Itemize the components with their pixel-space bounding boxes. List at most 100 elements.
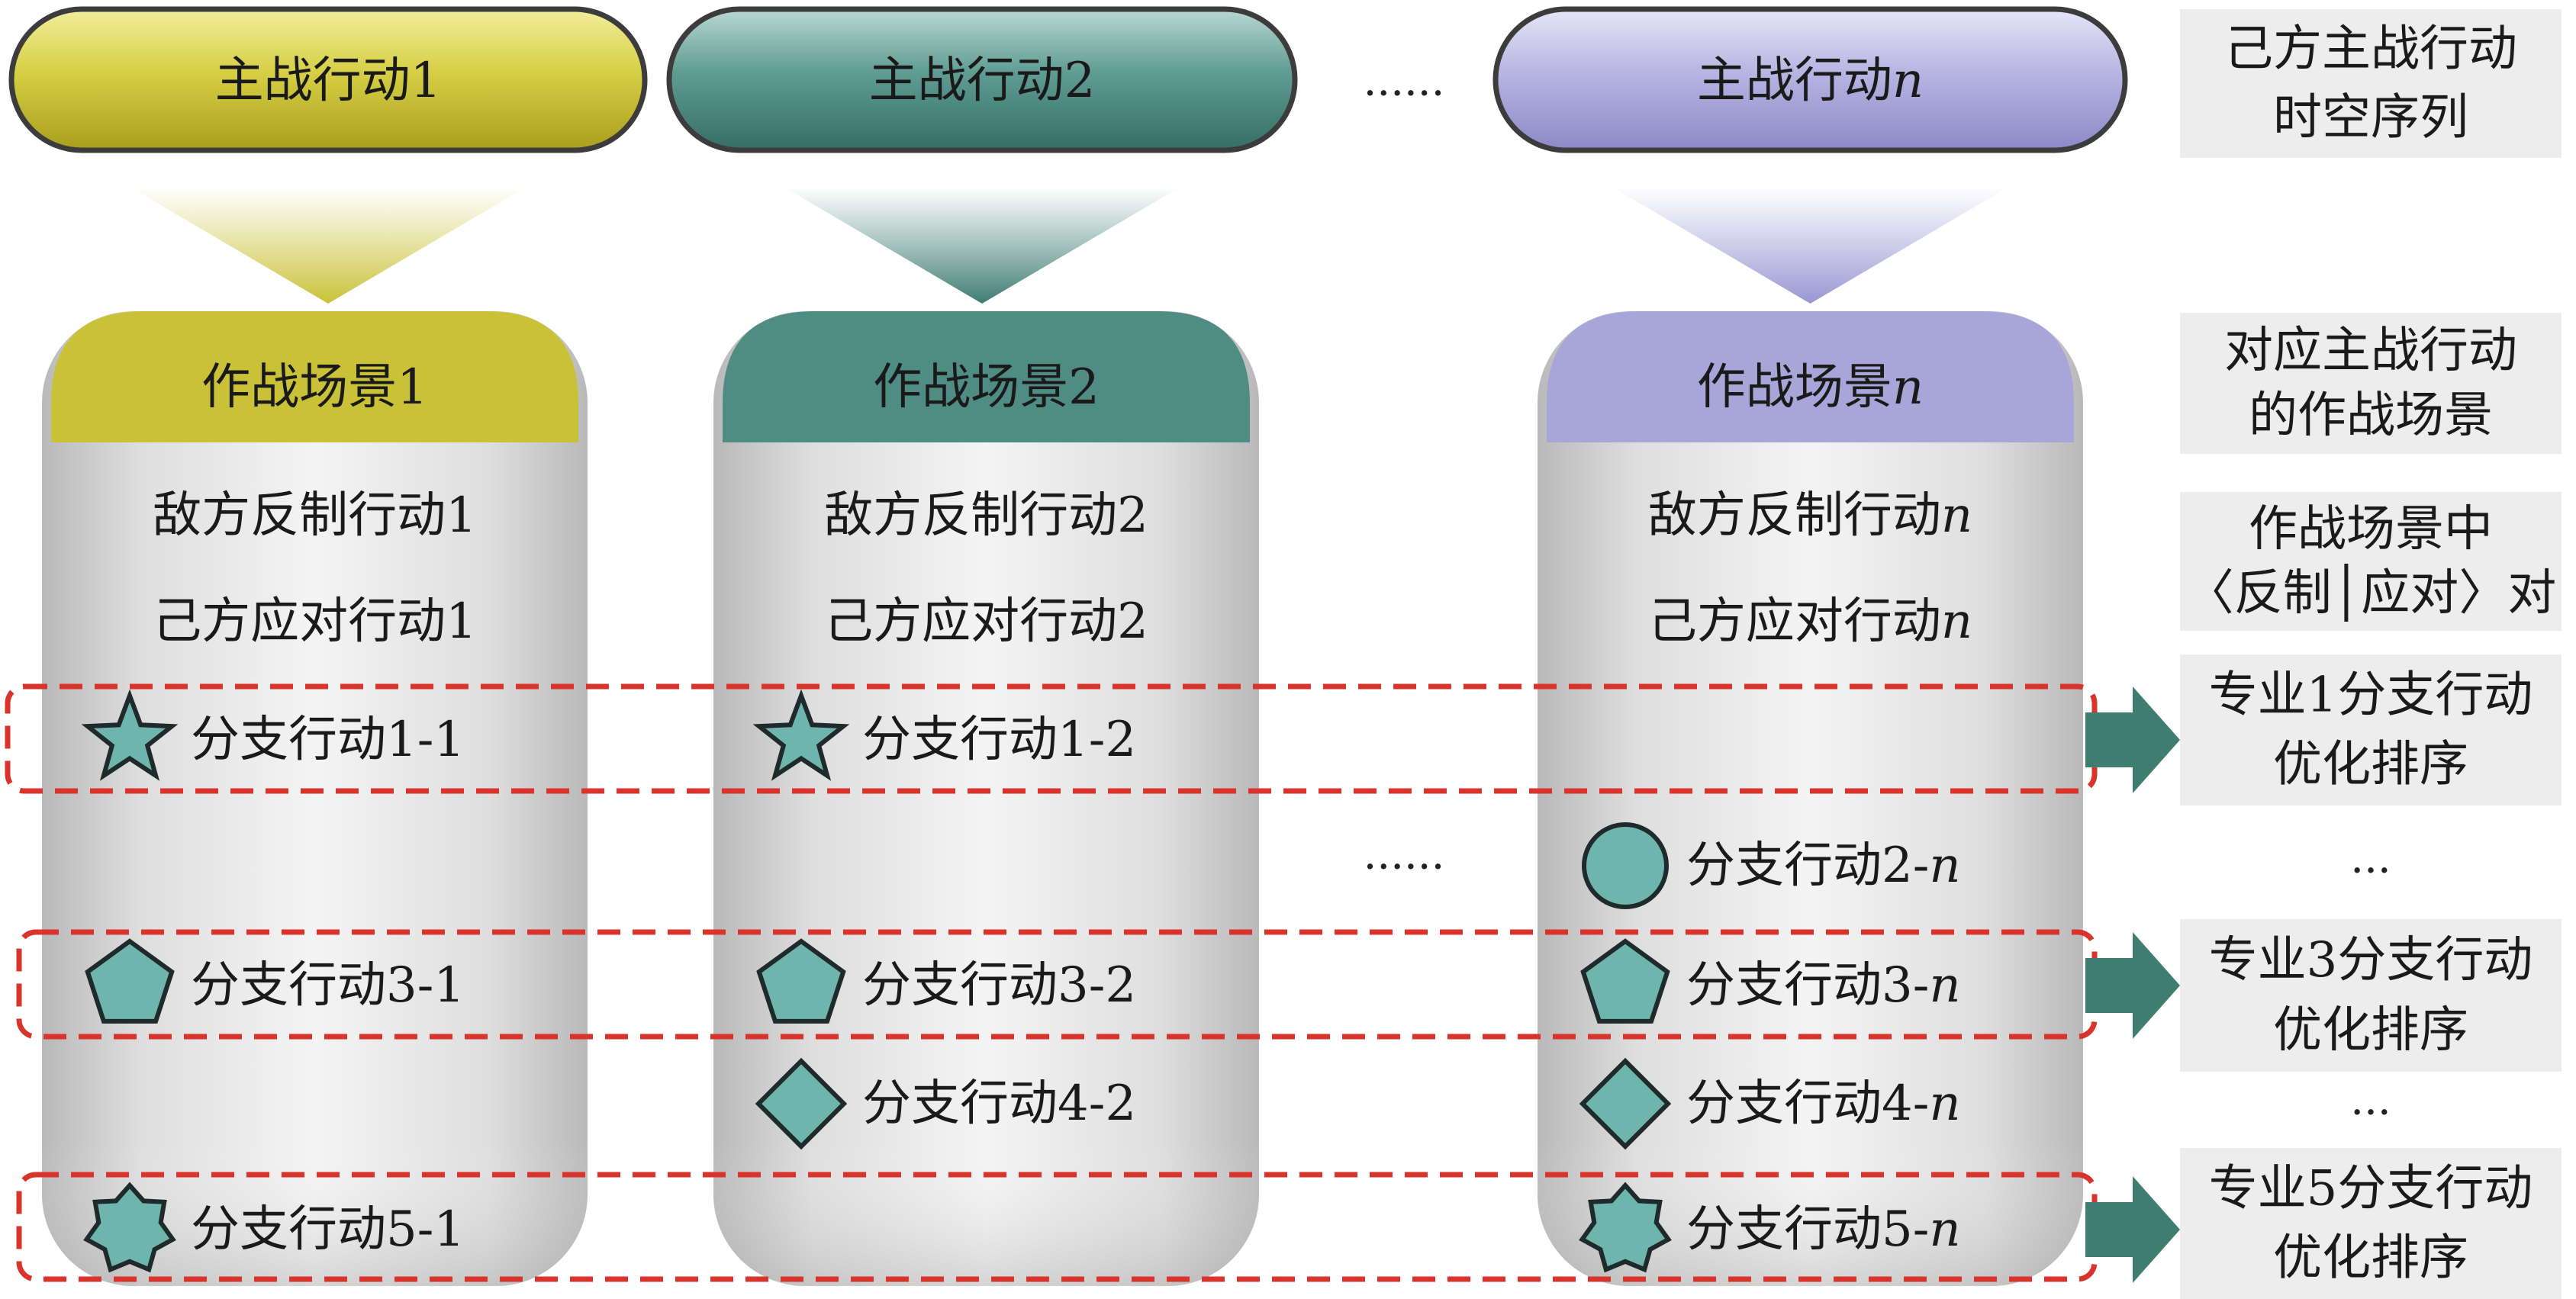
side-label-line: 优化排序: [2273, 1230, 2468, 1287]
side-label-line: 优化排序: [2273, 1002, 2468, 1059]
branch-action-3-1-part: 分支行动: [191, 957, 386, 1014]
side-label-box-3: [2180, 492, 2562, 631]
side-label-line: 专业1分支行动: [2209, 667, 2533, 723]
side-label-box-4: [2180, 654, 2562, 805]
side-label-box-2: [2180, 313, 2562, 454]
own-response-action-1: 己方应对行动1: [153, 593, 477, 650]
scene-label-2-part: 2: [1068, 359, 1100, 416]
side-label-line: 〈反制│应对〉对: [2185, 563, 2557, 622]
right-arrow-icon: [2085, 1176, 2180, 1283]
diamond-icon: [1579, 1057, 1672, 1150]
scene-label-1-part: 1: [397, 359, 428, 416]
branch-action-1-2: 分支行动1-2: [862, 712, 1136, 768]
side-label-box-5: [2180, 919, 2562, 1072]
branch-action-5-1-part: 5-1: [386, 1201, 465, 1258]
own-response-action-3-part: n: [1941, 593, 1972, 650]
scene-column-shade-3: [1538, 311, 2083, 1286]
funnel-arrow-3: [1612, 187, 2009, 304]
branch-action-3-1-part: 3-1: [386, 957, 465, 1014]
seven-point-star-icon: [1579, 1182, 1672, 1273]
main-action-label-1: 主战行动1: [215, 53, 442, 109]
main-action-label-3: 主战行动n: [1697, 53, 1924, 109]
branch-action-4-3-part: 分支行动: [1686, 1076, 1882, 1132]
side-ellipsis: ...: [2350, 1076, 2391, 1125]
enemy-counter-action-2-part: 2: [1117, 487, 1148, 544]
scene-label-2-part: 作战场景: [873, 359, 1068, 416]
scenario-column-3: [1492, 6, 2128, 1286]
specialty-group-box: [16, 1172, 2098, 1282]
own-response-action-2-part: 2: [1117, 593, 1148, 650]
scene-header-3: [1547, 311, 2074, 442]
circle-icon: [1582, 822, 1669, 909]
pentagon-icon: [1580, 938, 1670, 1024]
own-response-action-3-part: 己方应对行动: [1648, 593, 1941, 650]
side-label-line: 作战场景中: [2249, 501, 2493, 558]
ellipsis-dots: ......: [1364, 830, 1445, 879]
enemy-counter-action-1-part: 敌方反制行动: [153, 487, 446, 544]
branch-action-2-3: 分支行动2-n: [1686, 838, 1961, 894]
own-response-action-1-part: 己方应对行动: [153, 593, 446, 650]
main-action-pill-2: [666, 6, 1298, 153]
branch-action-1-2-part: 1-2: [1058, 712, 1136, 768]
scene-label-2: 作战场景2: [873, 359, 1100, 416]
main-action-label-2-part: 主战行动: [869, 53, 1064, 109]
pentagon-icon: [756, 938, 846, 1024]
enemy-counter-action-3: 敌方反制行动n: [1648, 487, 1972, 544]
branch-action-4-3: 分支行动4-n: [1686, 1076, 1961, 1132]
side-label-line: 时空序列: [2273, 89, 2468, 146]
branch-action-4-3-part: 4-: [1882, 1076, 1929, 1132]
main-action-label-1-part: 主战行动: [215, 53, 411, 109]
enemy-counter-action-2-part: 敌方反制行动: [824, 487, 1117, 544]
scene-label-1-part: 作战场景: [201, 359, 397, 416]
branch-action-5-3: 分支行动5-n: [1686, 1201, 1961, 1258]
side-label-line: 己方主战行动: [2224, 21, 2517, 78]
star-icon: [752, 689, 850, 781]
funnel-arrow-2: [784, 187, 1180, 304]
branch-action-4-3-part: n: [1929, 1076, 1960, 1132]
enemy-counter-action-1-part: 1: [446, 487, 477, 544]
right-arrow-icon: [2085, 686, 2180, 793]
branch-action-5-1-part: 分支行动: [191, 1201, 386, 1258]
branch-action-3-2-part: 3-2: [1058, 957, 1136, 1014]
branch-action-3-1: 分支行动3-1: [191, 957, 465, 1014]
enemy-counter-action-1: 敌方反制行动1: [153, 487, 477, 544]
branch-action-1-1-part: 分支行动: [191, 712, 386, 768]
enemy-counter-action-2: 敌方反制行动2: [824, 487, 1148, 544]
branch-action-3-3-part: 分支行动: [1686, 957, 1882, 1014]
branch-action-1-1-part: 1-1: [386, 712, 465, 768]
pentagon-icon: [85, 938, 175, 1024]
scene-label-3: 作战场景n: [1697, 359, 1924, 416]
specialty-group-box: [16, 929, 2098, 1040]
branch-action-3-3-part: n: [1929, 957, 1960, 1014]
branch-action-4-2-part: 4-2: [1058, 1076, 1136, 1132]
scene-label-3-part: 作战场景: [1697, 359, 1892, 416]
scene-header-1: [51, 311, 578, 442]
own-response-action-3: 己方应对行动n: [1648, 593, 1972, 650]
branch-action-3-2: 分支行动3-2: [862, 957, 1136, 1014]
scene-column-shade-2: [713, 311, 1259, 1286]
side-label-line: 优化排序: [2273, 737, 2468, 793]
main-action-label-3-part: n: [1892, 53, 1924, 109]
branch-action-1-1: 分支行动1-1: [191, 712, 465, 768]
scene-header-2: [723, 311, 1250, 442]
enemy-counter-action-3-part: n: [1941, 487, 1972, 544]
scene-label-3-part: n: [1892, 359, 1924, 416]
side-label-line: 专业3分支行动: [2209, 932, 2533, 989]
star-icon: [81, 689, 179, 781]
own-response-action-2-part: 己方应对行动: [824, 593, 1117, 650]
scene-column-shade-1: [42, 311, 588, 1286]
scene-label-1: 作战场景1: [201, 359, 428, 416]
main-action-label-2: 主战行动2: [869, 53, 1096, 109]
scenario-column-2: [666, 6, 1298, 1286]
branch-action-3-3-part: 3-: [1882, 957, 1929, 1014]
side-label-box-6: [2180, 1148, 2562, 1299]
branch-action-5-3-part: n: [1929, 1201, 1960, 1258]
side-label-box-1: [2180, 9, 2562, 158]
enemy-counter-action-3-part: 敌方反制行动: [1648, 487, 1941, 544]
main-action-label-2-part: 2: [1064, 53, 1096, 109]
branch-action-5-1: 分支行动5-1: [191, 1201, 465, 1258]
right-arrow-icon: [2085, 932, 2180, 1039]
side-label-line: 的作战场景: [2249, 387, 2493, 444]
branch-action-1-2-part: 分支行动: [862, 712, 1058, 768]
